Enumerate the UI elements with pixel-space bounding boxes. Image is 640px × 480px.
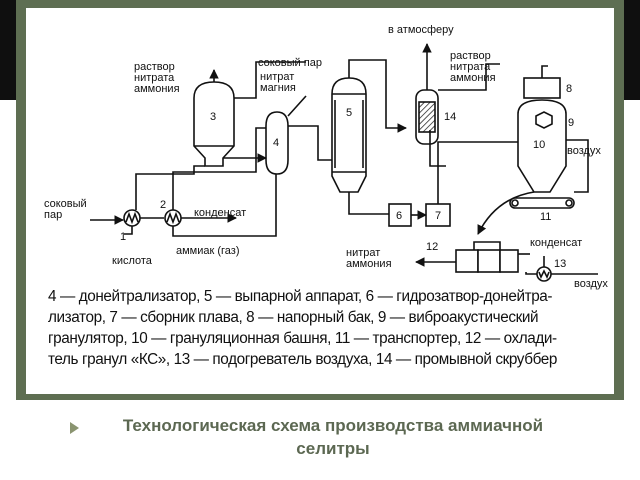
num-8: 8 bbox=[566, 83, 572, 95]
label-air: воздух bbox=[567, 145, 601, 157]
label-atmosphere: в атмосферу bbox=[388, 24, 454, 36]
pressure-tank-8 bbox=[523, 77, 561, 99]
cooler-12 bbox=[455, 249, 479, 273]
num-10: 10 bbox=[533, 139, 545, 151]
label-solution-left-1: раствор bbox=[134, 61, 175, 73]
num-5: 5 bbox=[346, 107, 352, 119]
num-6: 6 bbox=[396, 210, 402, 222]
bullet-icon bbox=[70, 422, 79, 434]
num-13: 13 bbox=[554, 258, 566, 270]
legend-line: гранулятор, 10 — грануляционная башня, 1… bbox=[48, 330, 557, 347]
label-solution-right-2: нитрата bbox=[450, 61, 491, 73]
legend-line: лизатор, 7 — сборник плава, 8 — напорный… bbox=[48, 309, 539, 326]
process-diagram: в атмосферу раствор нитрата аммония соко… bbox=[26, 8, 614, 394]
conveyor-11 bbox=[509, 197, 575, 209]
label-solution-left-3: аммония bbox=[134, 83, 180, 95]
label-ammonia-gas: аммиак (газ) bbox=[176, 245, 240, 257]
vessel-3 bbox=[193, 81, 235, 167]
label-juice-steam-left-2: пар bbox=[44, 209, 62, 221]
num-11: 11 bbox=[540, 211, 551, 223]
label-juice-steam-top: соковый пар bbox=[258, 57, 322, 69]
num-9: 9 bbox=[568, 117, 574, 129]
label-mg-nitrate-2: магния bbox=[260, 82, 296, 94]
label-acid: кислота bbox=[112, 255, 153, 267]
label-ammonium-nitrate-2: аммония bbox=[346, 258, 392, 270]
slide-caption: Технологическая схема производства аммиа… bbox=[122, 416, 544, 458]
legend-line: 4 — донейтрализатор, 5 — выпарной аппара… bbox=[48, 288, 553, 305]
label-mg-nitrate-1: нитрат bbox=[260, 71, 294, 83]
granulation-tower-10 bbox=[517, 99, 567, 193]
label-ammonium-nitrate-1: нитрат bbox=[346, 247, 380, 259]
label-solution-left-2: нитрата bbox=[134, 72, 175, 84]
label-solution-right-1: раствор bbox=[450, 50, 491, 62]
label-juice-steam-left-1: соковый bbox=[44, 198, 87, 210]
num-14: 14 bbox=[444, 111, 456, 123]
diagram-legend: 4 — донейтрализатор, 5 — выпарной аппара… bbox=[48, 286, 614, 370]
num-7: 7 bbox=[435, 210, 441, 222]
num-3: 3 bbox=[210, 111, 216, 123]
num-1: 1 bbox=[120, 231, 126, 243]
num-4: 4 bbox=[273, 137, 279, 149]
caption-block: Технологическая схема производства аммиа… bbox=[70, 414, 610, 460]
label-condensate-right: конденсат bbox=[530, 237, 582, 249]
granulator-9 bbox=[535, 111, 553, 129]
label-air-bottom: воздух bbox=[574, 278, 608, 290]
label-condensate-mid: конденсат bbox=[194, 207, 246, 219]
label-solution-right-3: аммония bbox=[450, 72, 496, 84]
legend-line: тель гранул «КС», 13 — подогреватель воз… bbox=[48, 351, 557, 368]
evaporator-5 bbox=[331, 77, 367, 193]
num-12: 12 bbox=[426, 241, 438, 253]
neutralizer-4 bbox=[265, 111, 289, 175]
num-2: 2 bbox=[160, 199, 166, 211]
